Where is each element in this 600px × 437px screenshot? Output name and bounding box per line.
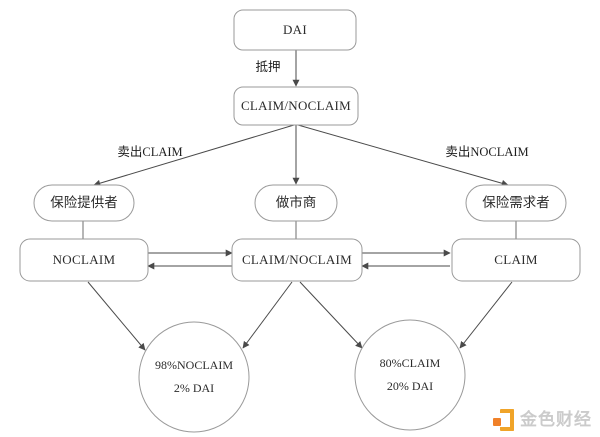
edge-label-sell-noclaim: 卖出NOCLAIM — [445, 145, 528, 159]
node-claim-noclaim-mid[interactable]: CLAIM/NOCLAIM — [231, 238, 363, 282]
node-market-maker[interactable]: 做市商 — [254, 184, 338, 222]
edge-mid-to-pool-noclaim — [242, 281, 293, 349]
node-insurance-demander-shape — [465, 184, 567, 222]
node-noclaim-shape — [19, 238, 149, 282]
edge-claim-to-pool-claim — [459, 281, 513, 349]
node-insurance-provider[interactable]: 保险提供者 — [33, 184, 135, 222]
node-claim-label: CLAIM — [494, 252, 538, 267]
node-insurance-provider-shape — [33, 184, 135, 222]
node-pool-claim-line1: 80%CLAIM — [380, 356, 441, 370]
edge-label-mortgage: 抵押 — [255, 60, 280, 74]
node-dai[interactable]: DAI — [233, 9, 357, 51]
node-insurance-provider-label: 保险提供者 — [50, 195, 118, 210]
edge-label-sell-claim: 卖出CLAIM — [117, 145, 182, 159]
node-pool-noclaim[interactable]: 98%NOCLAIM 2% DAI — [138, 321, 250, 433]
node-noclaim[interactable]: NOCLAIM — [19, 238, 149, 282]
node-claim-noclaim-top-shape — [233, 86, 359, 126]
node-dai-label: DAI — [283, 22, 307, 37]
node-noclaim-label: NOCLAIM — [53, 252, 116, 267]
node-claim-noclaim-top[interactable]: CLAIM/NOCLAIM — [233, 86, 359, 126]
node-insurance-demander-label: 保险需求者 — [482, 195, 550, 210]
watermark-text: 金色财经 — [520, 409, 592, 430]
watermark: 金色财经 — [493, 409, 592, 431]
node-pool-claim-shape — [354, 319, 466, 431]
node-claim[interactable]: CLAIM — [451, 238, 581, 282]
node-claim-noclaim-top-label: CLAIM/NOCLAIM — [241, 98, 351, 113]
edge-top-to-insurance-demander — [297, 124, 509, 187]
node-claim-noclaim-mid-shape — [231, 238, 363, 282]
node-pool-noclaim-shape — [138, 321, 250, 433]
node-pool-noclaim-line2: 2% DAI — [174, 381, 214, 395]
edge-noclaim-to-pool-noclaim — [87, 281, 146, 351]
node-pool-claim[interactable]: 80%CLAIM 20% DAI — [354, 319, 466, 431]
edge-mid-to-pool-claim — [299, 281, 363, 349]
node-claim-noclaim-mid-label: CLAIM/NOCLAIM — [242, 252, 352, 267]
node-market-maker-shape — [254, 184, 338, 222]
node-pool-noclaim-line1: 98%NOCLAIM — [155, 358, 233, 372]
node-dai-shape — [233, 9, 357, 51]
node-claim-shape — [451, 238, 581, 282]
node-market-maker-label: 做市商 — [276, 194, 317, 210]
node-insurance-demander[interactable]: 保险需求者 — [465, 184, 567, 222]
edge-top-to-insurance-provider — [93, 124, 295, 187]
jinse-logo-icon — [493, 409, 515, 431]
node-pool-claim-line2: 20% DAI — [387, 379, 433, 393]
